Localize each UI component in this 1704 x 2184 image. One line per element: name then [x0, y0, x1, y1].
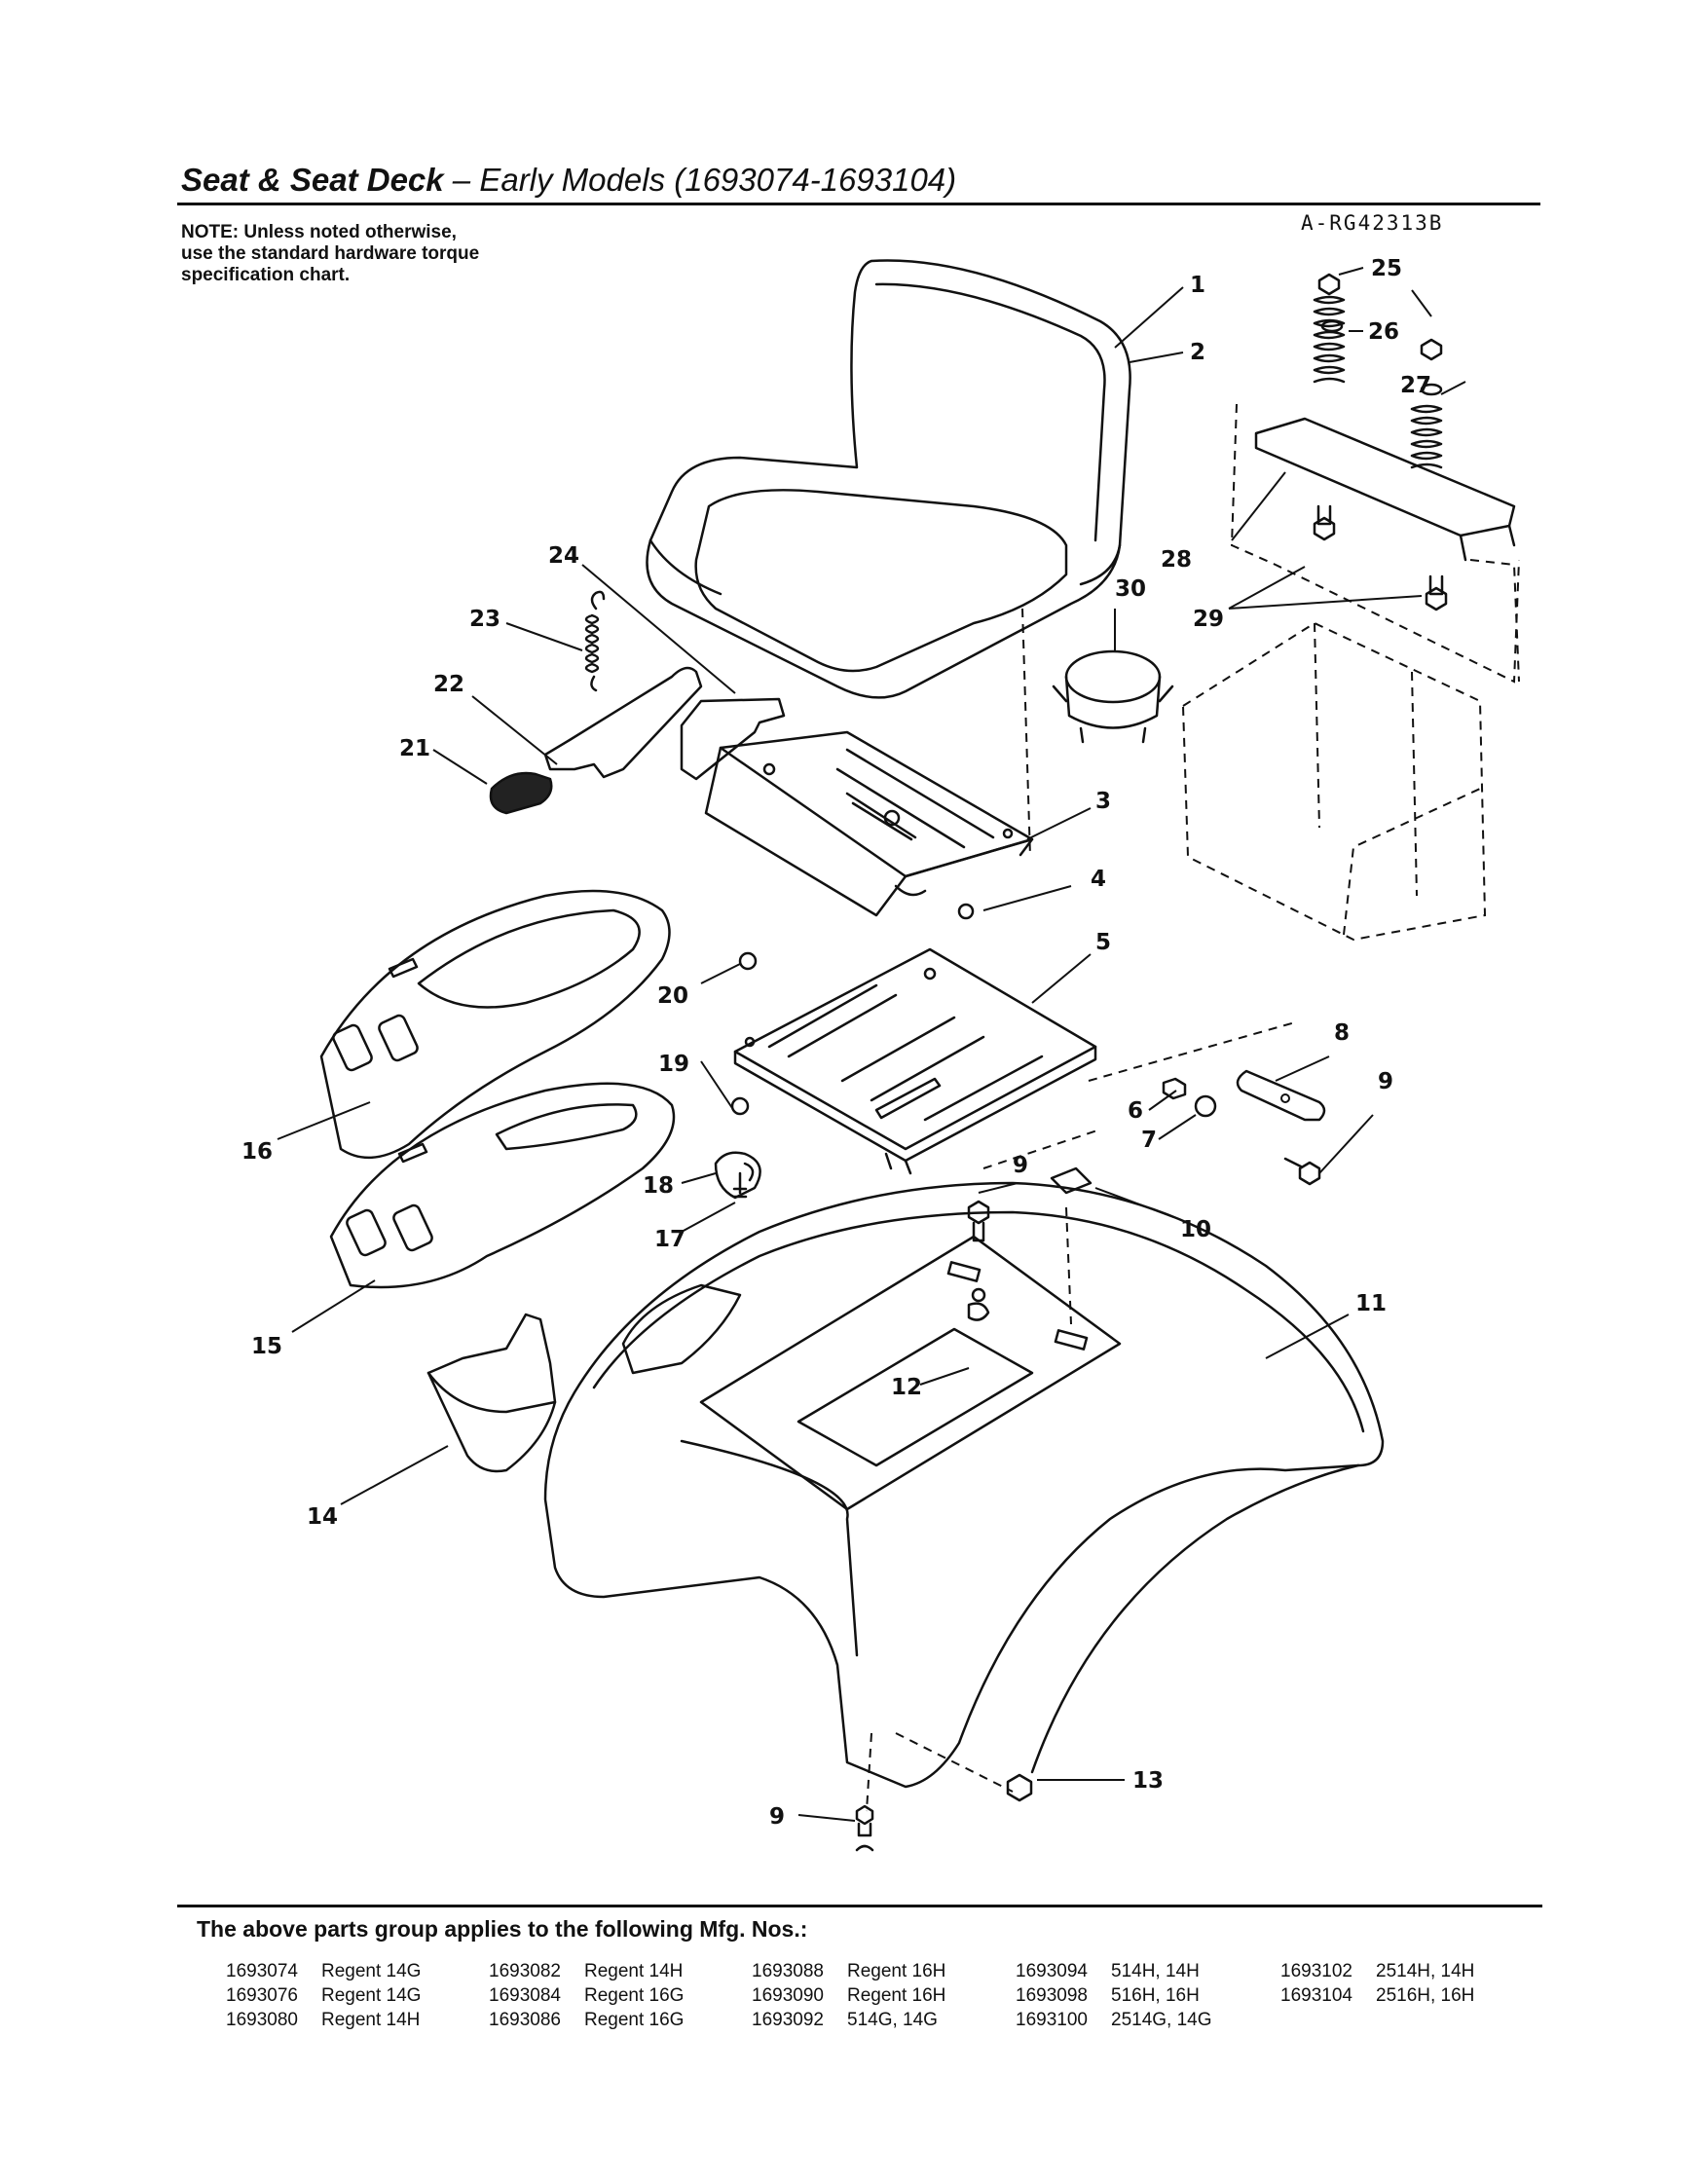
callout-labels: 1 2 3 4 5 6 7 8 9 9 9 10 11 12 13 14 15 … [241, 256, 1431, 1830]
callout-11: 11 [1355, 1291, 1387, 1316]
callout-9-right: 9 [1378, 1069, 1393, 1094]
callout-19: 19 [658, 1052, 689, 1077]
callout-4: 4 [1091, 867, 1106, 892]
callout-25: 25 [1371, 256, 1402, 281]
bracket-24-illustration [680, 697, 786, 781]
torque-note: NOTE: Unless noted otherwise, use the st… [181, 222, 480, 285]
exploded-parts-diagram: 1 2 3 4 5 6 7 8 9 9 9 10 11 12 13 14 15 … [241, 256, 1520, 1852]
callout-18: 18 [643, 1173, 674, 1199]
callout-5: 5 [1095, 930, 1111, 955]
callout-23: 23 [469, 607, 500, 632]
lever-22-illustration [543, 666, 703, 779]
seat-pan-illustration [704, 730, 1034, 917]
hardware-illustrations [730, 903, 1321, 1852]
callout-2: 2 [1190, 340, 1205, 365]
callout-15: 15 [251, 1334, 282, 1359]
callout-30: 30 [1115, 576, 1146, 602]
callout-22: 22 [433, 672, 464, 697]
footer-rule [177, 1905, 1542, 1907]
callout-12: 12 [891, 1375, 922, 1400]
callout-6: 6 [1128, 1098, 1143, 1124]
seat-illustration [646, 259, 1131, 699]
rear-fender-11-illustration [543, 1181, 1385, 1789]
applies-heading: The above parts group applies to the fol… [197, 1916, 808, 1942]
callout-14: 14 [307, 1504, 338, 1530]
callout-29: 29 [1193, 607, 1224, 632]
callout-8: 8 [1334, 1020, 1350, 1046]
callout-28: 28 [1161, 547, 1192, 573]
fender-15-illustration [329, 1082, 676, 1289]
drawing-code: A-RG42313B [1301, 211, 1444, 235]
header-rule [177, 203, 1540, 205]
callout-3: 3 [1095, 789, 1111, 814]
fender-16-illustration [319, 889, 671, 1160]
isolator-30-illustration [1052, 649, 1174, 744]
callout-27: 27 [1400, 373, 1431, 398]
washer-7-illustration [1194, 1094, 1217, 1118]
callout-21: 21 [399, 736, 430, 761]
callout-10: 10 [1180, 1217, 1211, 1242]
page-title: Seat & Seat Deck – Early Models (1693074… [181, 162, 957, 198]
callout-7: 7 [1141, 1128, 1157, 1153]
spring-23-illustration [584, 590, 606, 692]
callout-16: 16 [241, 1139, 273, 1165]
callout-20: 20 [657, 983, 688, 1009]
nut-6-illustration [1162, 1077, 1187, 1100]
tray-14-illustration [426, 1313, 557, 1473]
callout-9-center: 9 [1013, 1153, 1028, 1178]
callout-26: 26 [1368, 319, 1399, 345]
pad-21-illustration [489, 771, 553, 815]
callout-9-bottom: 9 [769, 1804, 785, 1830]
seat-spring-bracket-illustration [1254, 273, 1516, 611]
callout-1: 1 [1190, 273, 1205, 298]
callout-13: 13 [1132, 1768, 1164, 1794]
callout-17: 17 [654, 1227, 685, 1252]
clamp-18-illustration [714, 1151, 761, 1200]
seat-plate-5-illustration [733, 947, 1097, 1175]
callout-24: 24 [548, 543, 579, 569]
pivot-bar-8-illustration [1236, 1069, 1326, 1122]
